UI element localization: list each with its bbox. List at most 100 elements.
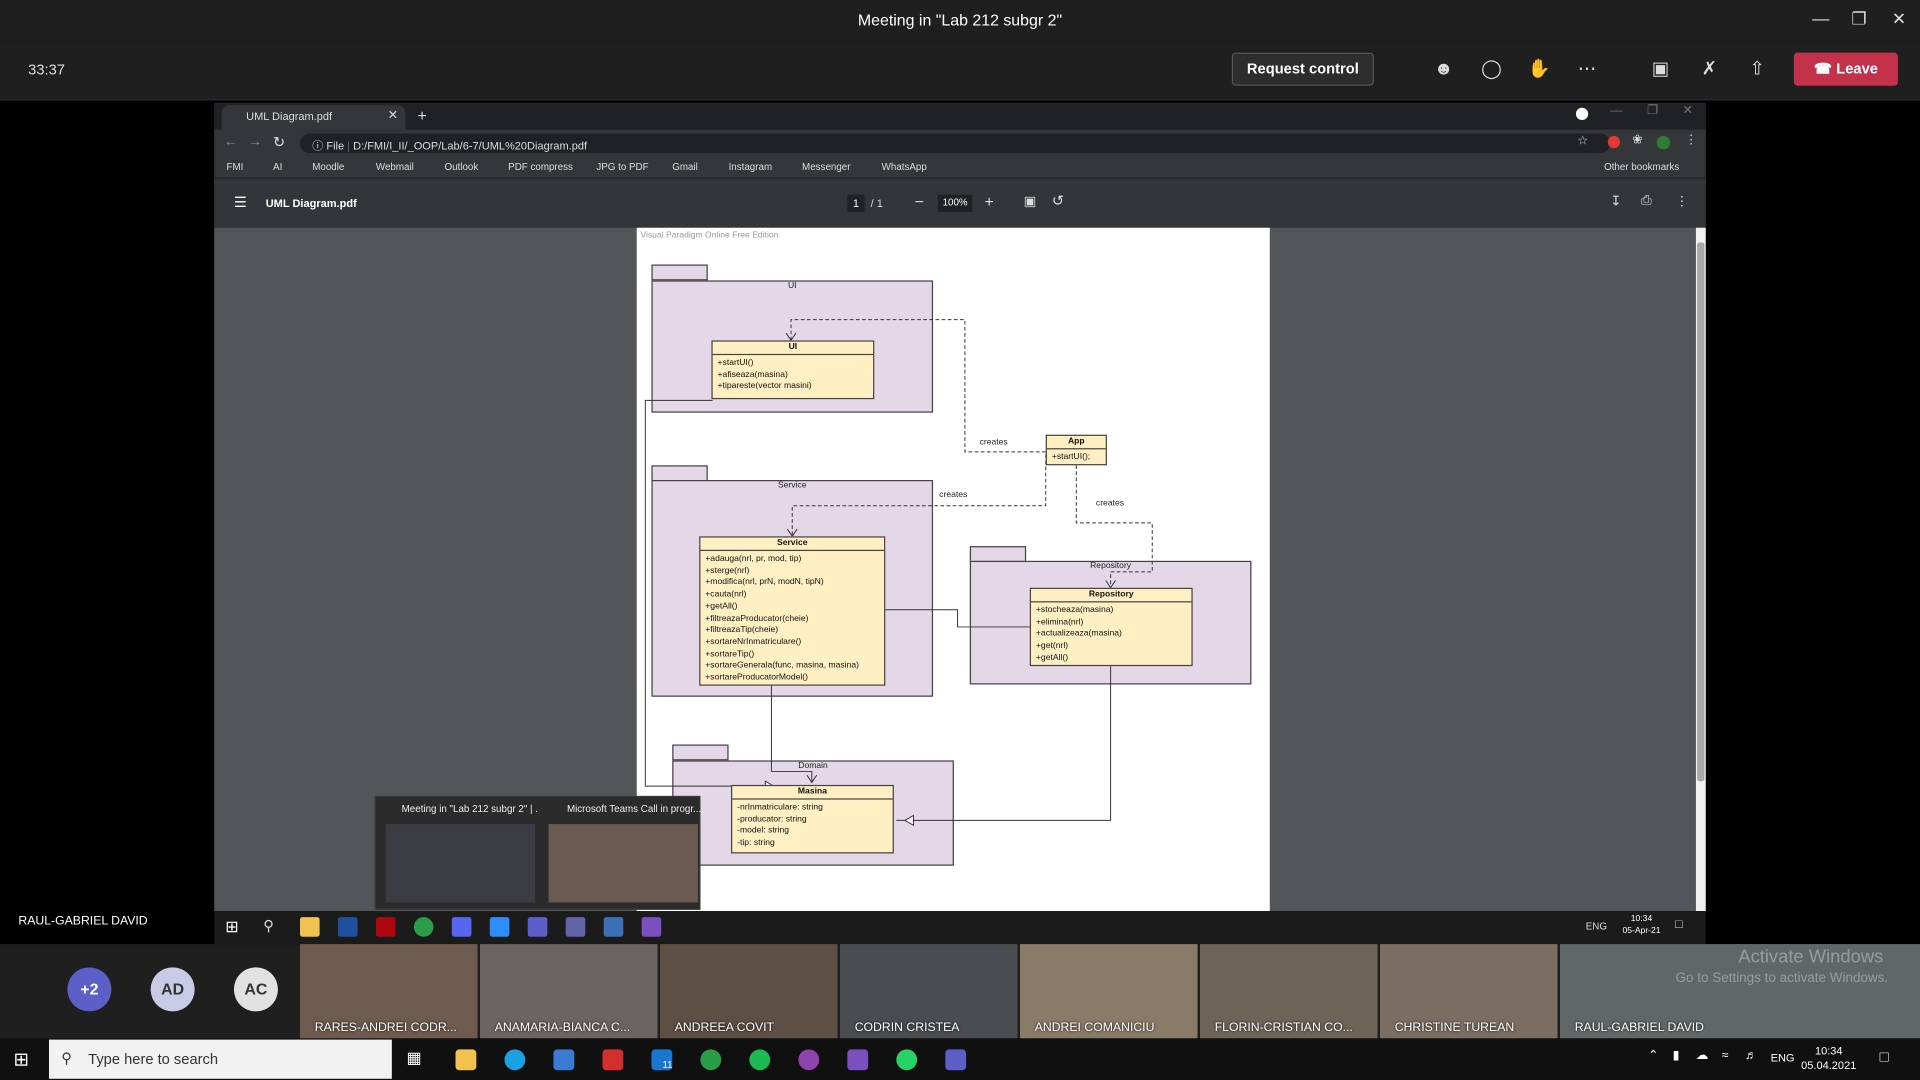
taskbar-clock[interactable]: 10:34 05.04.2021	[1801, 1043, 1856, 1072]
language-indicator[interactable]: ENG	[1770, 1051, 1795, 1065]
remote-chrome-icon[interactable]	[413, 917, 434, 937]
remote-start-icon[interactable]: ⊞	[225, 917, 239, 936]
bookmark-jpg-to-pdf[interactable]: JPG to PDF	[596, 161, 649, 173]
remote-app2-icon[interactable]	[565, 917, 586, 937]
bookmark-instagram[interactable]: Instagram	[728, 161, 773, 173]
participant-tile[interactable]: ANDREI COMANICIU	[1020, 944, 1198, 1039]
remote-discord-icon[interactable]	[451, 917, 472, 937]
browser-minimize-icon[interactable]: —	[1610, 104, 1623, 118]
puzzle-icon[interactable]: ❀	[1632, 133, 1643, 147]
mic-muted-icon[interactable]: ✗	[1701, 58, 1718, 80]
participant-tile[interactable]: RARES-ANDREI CODR...	[300, 944, 478, 1039]
print-icon[interactable]: ⎙	[1640, 193, 1652, 209]
remote-search-icon[interactable]: ⚲	[263, 917, 275, 935]
fit-page-icon[interactable]: ▣	[1023, 194, 1037, 210]
volume-icon[interactable]: ♬	[1744, 1049, 1758, 1063]
remote-explorer-icon[interactable]	[300, 917, 320, 937]
bookmark-ai[interactable]: AI	[273, 161, 283, 173]
remote-notification-icon[interactable]: □	[1675, 918, 1683, 932]
leave-button[interactable]: ☎ Leave	[1793, 52, 1898, 86]
star-icon[interactable]: ☆	[1577, 134, 1589, 149]
avatar[interactable]: AD	[150, 967, 195, 1012]
remote-teams-icon[interactable]	[527, 917, 548, 937]
thumbnail-meeting[interactable]: Meeting in "Lab 212 subgr 2" | ...	[380, 797, 539, 911]
notifications-icon[interactable]: □	[1879, 1048, 1889, 1066]
zoom-field[interactable]: 100%	[937, 194, 973, 212]
participant-tile[interactable]: FLORIN-CRISTIAN CO...	[1200, 944, 1378, 1039]
acrobat-icon[interactable]	[602, 1049, 624, 1071]
request-control-button[interactable]: Request control	[1231, 52, 1374, 86]
store-icon[interactable]	[553, 1049, 575, 1071]
new-tab-icon[interactable]: +	[417, 106, 427, 125]
battery-icon[interactable]: ▮	[1672, 1049, 1680, 1063]
participant-tile[interactable]: CODRIN CRISTEA	[840, 944, 1018, 1039]
url-field[interactable]: ⓘ File | D:/FMI/I_II/_OOP/Lab/6-7/UML%20…	[300, 133, 1611, 154]
menu-icon[interactable]: ⋮	[1684, 133, 1698, 147]
wifi-icon[interactable]: ≈	[1721, 1049, 1729, 1063]
participant-tile[interactable]: ANAMARIA-BIANCA C...	[480, 944, 658, 1039]
participant-tile[interactable]: ANDREEA COVIT	[660, 944, 838, 1039]
bookmark-webmail[interactable]: Webmail	[375, 161, 414, 173]
close-icon[interactable]: ✕	[1891, 8, 1907, 29]
rotate-icon[interactable]: ↺	[1051, 192, 1065, 210]
bookmark-moodle[interactable]: Moodle	[312, 161, 345, 173]
forward-icon[interactable]: →	[248, 134, 263, 150]
teams-icon[interactable]	[945, 1049, 967, 1071]
task-view-icon[interactable]: ▦	[406, 1048, 422, 1067]
podcast-icon[interactable]	[798, 1049, 820, 1071]
participant-tile[interactable]: CHRISTINE TUREAN	[1380, 944, 1558, 1039]
overflow-avatar[interactable]: +2	[67, 967, 112, 1012]
page-number-input[interactable]: 1	[847, 194, 865, 212]
scroll-thumb[interactable]	[1697, 242, 1705, 782]
remote-zoom-icon[interactable]	[489, 917, 510, 937]
remote-vs-icon[interactable]	[641, 917, 662, 937]
restore-icon[interactable]: ❐	[1851, 8, 1867, 29]
thumbnail-call[interactable]: Microsoft Teams Call in progr...	[545, 797, 704, 911]
bookmark-outlook[interactable]: Outlook	[444, 161, 479, 173]
file-explorer-icon[interactable]	[455, 1049, 477, 1071]
bookmark-fmi[interactable]: FMI	[226, 161, 244, 173]
remote-app3-icon[interactable]	[603, 917, 624, 937]
pdf-scrollbar[interactable]	[1695, 227, 1706, 912]
profile-icon[interactable]	[1656, 135, 1671, 150]
browser-close-icon[interactable]: ✕	[1682, 104, 1693, 118]
reactions-icon[interactable]: ✋	[1527, 58, 1551, 80]
remote-netflix-icon[interactable]	[375, 917, 396, 937]
back-icon[interactable]: ←	[224, 134, 238, 150]
pdf-more-icon[interactable]: ⋮	[1675, 194, 1689, 210]
more-actions-icon[interactable]: ⋯	[1577, 58, 1597, 80]
bookmark-gmail[interactable]: Gmail	[672, 161, 698, 173]
chrome-icon[interactable]	[700, 1049, 722, 1071]
browser-restore-icon[interactable]: ❐	[1646, 104, 1658, 118]
mail-icon[interactable]: 11	[651, 1049, 673, 1071]
bookmark-messenger[interactable]: Messenger	[802, 161, 851, 173]
bookmark-pdf-compress[interactable]: PDF compress	[508, 161, 573, 173]
share-screen-icon[interactable]: ⇧	[1749, 58, 1765, 80]
bookmark-whatsapp[interactable]: WhatsApp	[881, 161, 927, 173]
participants-icon[interactable]: ☻	[1433, 58, 1454, 80]
visual-studio-icon[interactable]	[847, 1049, 869, 1071]
spotify-icon[interactable]	[749, 1049, 771, 1071]
camera-icon[interactable]: ▣	[1651, 58, 1670, 80]
zoom-out-icon[interactable]: −	[914, 192, 924, 211]
zoom-in-icon[interactable]: +	[984, 192, 994, 211]
hamburger-icon[interactable]: ☰	[233, 193, 248, 211]
taskbar-thumbnails: Meeting in "Lab 212 subgr 2" | ... Micro…	[374, 795, 704, 911]
reload-icon[interactable]: ↻	[273, 133, 286, 151]
whatsapp-icon[interactable]	[896, 1049, 918, 1071]
browser-tab[interactable]: UML Diagram.pdf ✕	[221, 105, 406, 130]
tray-chevron-icon[interactable]: ⌃	[1648, 1049, 1659, 1063]
minimize-icon[interactable]: —	[1812, 8, 1830, 29]
taskbar-search[interactable]: ⚲ Type here to search	[48, 1039, 392, 1079]
download-icon[interactable]: ↧	[1610, 194, 1622, 210]
chat-icon[interactable]: ◯	[1481, 58, 1502, 80]
cloud-icon[interactable]: ☁	[1695, 1049, 1709, 1063]
extension-icon[interactable]	[1607, 135, 1621, 149]
edge-icon[interactable]	[504, 1049, 526, 1071]
other-bookmarks[interactable]: Other bookmarks	[1604, 161, 1680, 173]
tab-close-icon[interactable]: ✕	[387, 108, 398, 123]
participant-tile[interactable]: RAUL-GABRIEL DAVID	[1560, 944, 1920, 1039]
remote-app-icon[interactable]	[337, 917, 358, 937]
avatar[interactable]: AC	[233, 967, 278, 1012]
start-icon[interactable]: ⊞	[13, 1049, 29, 1071]
